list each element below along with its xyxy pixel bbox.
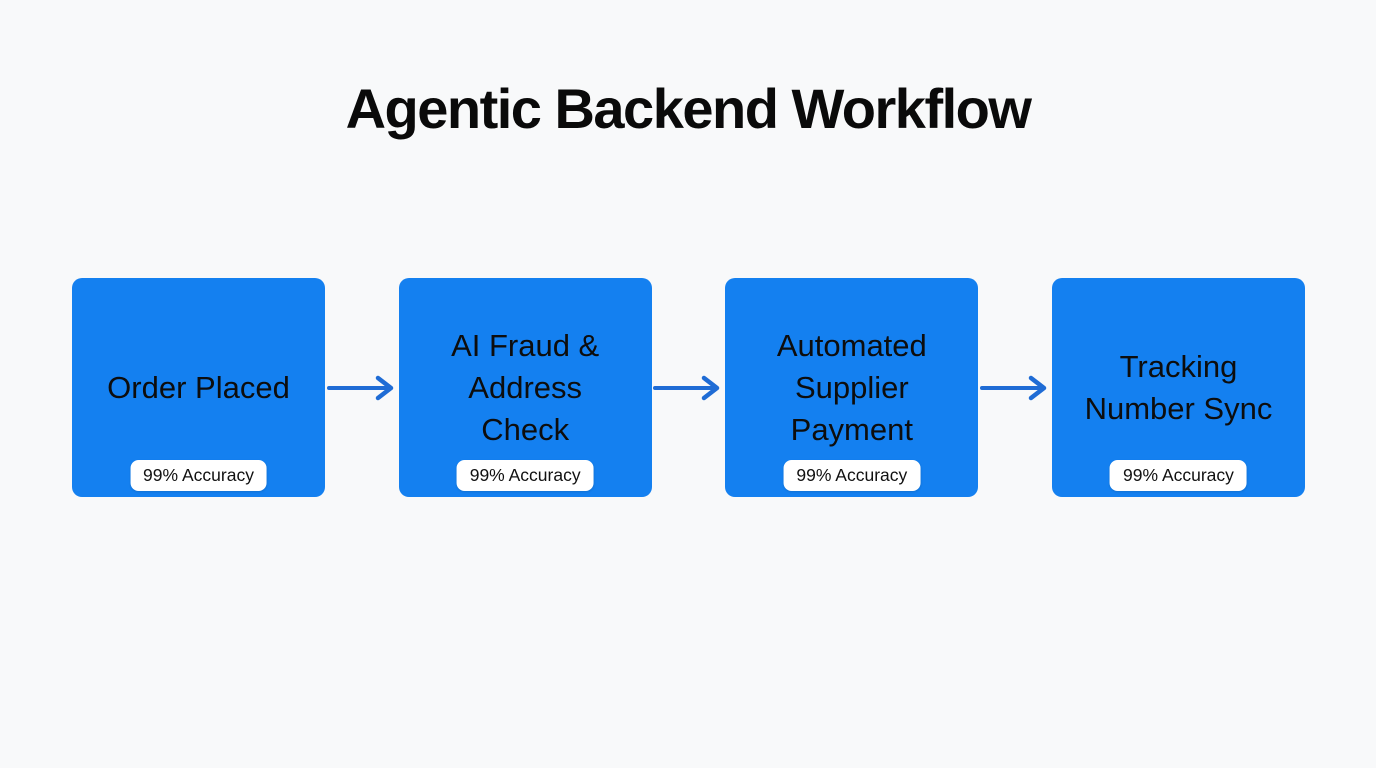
accuracy-badge: 99% Accuracy — [1110, 460, 1247, 491]
step-ai-fraud-address-check: AI Fraud & Address Check 99% Accuracy — [398, 278, 652, 497]
step-label: AI Fraud & Address Check — [451, 327, 600, 447]
step-label: Tracking Number Sync — [1084, 348, 1273, 426]
arrow-right-icon — [326, 375, 394, 400]
step-order-placed: Order Placed 99% Accuracy — [72, 278, 325, 497]
diagram-title: Agentic Backend Workflow — [345, 77, 1032, 140]
accuracy-badge: 99% Accuracy — [130, 460, 267, 491]
step-automated-supplier-payment: Automated Supplier Payment 99% Accuracy — [725, 278, 979, 497]
accuracy-badge: 99% Accuracy — [456, 460, 594, 491]
workflow-row: Order Placed 99% Accuracy AI Fraud & Add… — [72, 278, 1305, 497]
arrow-right-icon — [653, 375, 720, 400]
step-label: Automated Supplier Payment — [776, 327, 927, 447]
step-label: Order Placed — [107, 369, 290, 405]
accuracy-badge: 99% Accuracy — [783, 460, 921, 491]
arrow-right-icon — [980, 375, 1047, 400]
step-tracking-number-sync: Tracking Number Sync 99% Accuracy — [1051, 278, 1305, 497]
